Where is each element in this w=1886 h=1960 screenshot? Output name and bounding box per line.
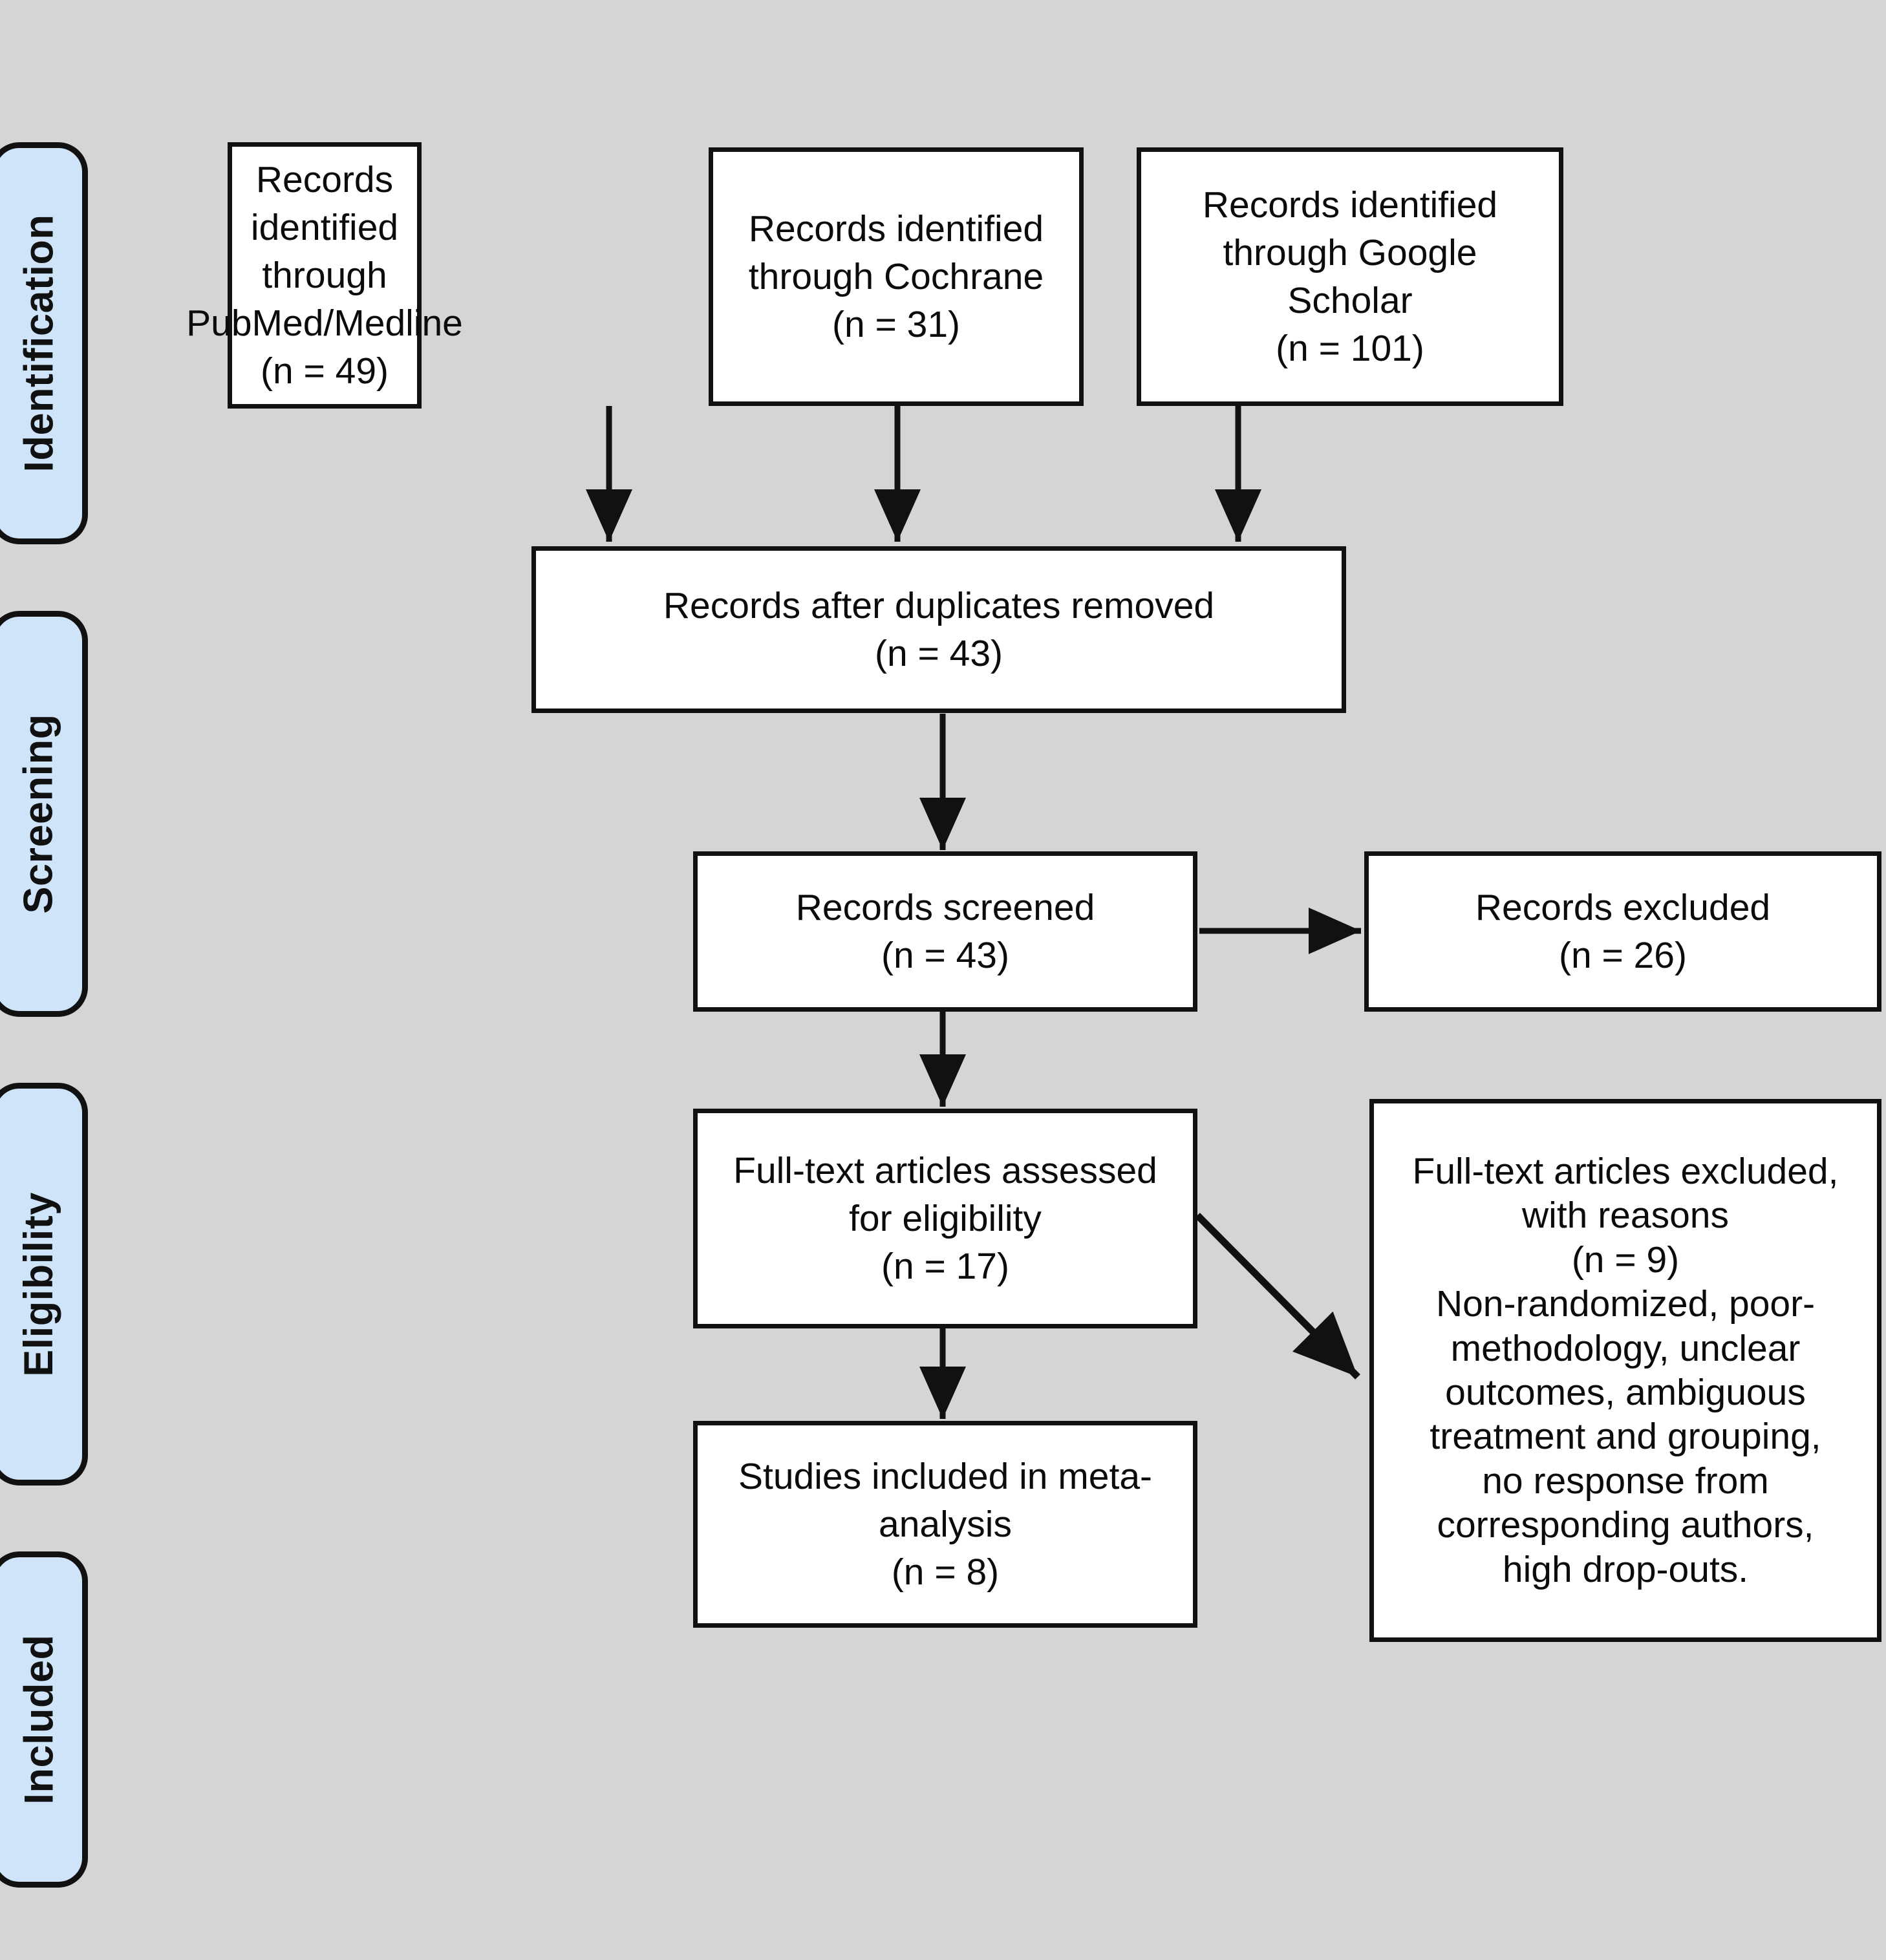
box-records-excluded: Records excluded (n = 26)	[1364, 851, 1881, 1012]
stage-eligibility: Eligibility	[0, 1083, 88, 1486]
box-records-screened: Records screened (n = 43)	[693, 851, 1197, 1012]
stage-included-label: Included	[16, 1634, 62, 1805]
box-records-identified-google-scholar: Records identified through Google Schola…	[1137, 147, 1563, 406]
stage-included: Included	[0, 1551, 88, 1888]
box-studies-included: Studies included in meta- analysis (n = …	[693, 1421, 1197, 1628]
box-records-identified-cochrane: Records identified through Cochrane (n =…	[709, 147, 1084, 406]
box-records-after-duplicates-removed-text: Records after duplicates removed (n = 43…	[663, 584, 1215, 674]
box-fulltext-articles-assessed: Full-text articles assessed for eligibil…	[693, 1109, 1197, 1328]
box-records-identified-google-scholar-text: Records identified through Google Schola…	[1202, 184, 1498, 370]
box-records-screened-text: Records screened (n = 43)	[795, 886, 1095, 976]
box-records-excluded-text: Records excluded (n = 26)	[1475, 886, 1771, 976]
box-fulltext-articles-assessed-text: Full-text articles assessed for eligibil…	[733, 1149, 1157, 1288]
stage-eligibility-label: Eligibility	[16, 1191, 61, 1377]
box-fulltext-articles-excluded: Full-text articles excluded, with reason…	[1369, 1099, 1881, 1642]
stage-screening-label: Screening	[16, 714, 62, 914]
stage-identification-label: Identification	[16, 214, 61, 473]
box-records-identified-pubmed-text: Records identified through PubMed/Medlin…	[186, 158, 463, 392]
box-records-identified-pubmed: Records identified through PubMed/Medlin…	[186, 142, 463, 409]
box-studies-included-text: Studies included in meta- analysis (n = …	[738, 1455, 1153, 1593]
stage-identification: Identification	[0, 142, 88, 544]
box-fulltext-articles-excluded-text: Full-text articles excluded, with reason…	[1412, 1151, 1839, 1590]
box-records-after-duplicates-removed: Records after duplicates removed (n = 43…	[531, 546, 1346, 713]
stage-screening: Screening	[0, 611, 88, 1017]
box-records-identified-cochrane-text: Records identified through Cochrane (n =…	[748, 208, 1044, 346]
